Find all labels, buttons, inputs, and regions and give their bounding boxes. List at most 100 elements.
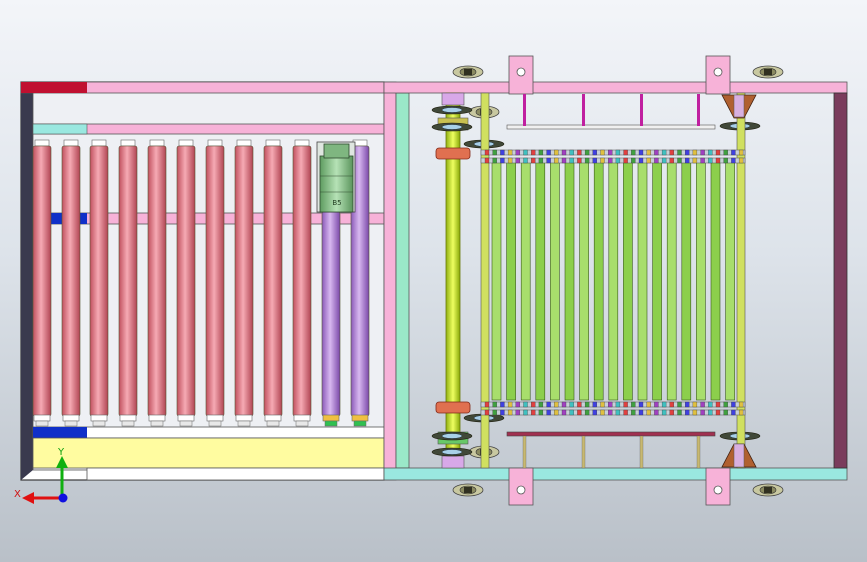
slat-conveyor[interactable] [480, 92, 746, 469]
roller-bottom-bearing [121, 420, 135, 427]
chain-link [685, 157, 690, 164]
chain-link [738, 149, 744, 156]
roller-bottom-bearing [237, 420, 251, 427]
chain-link [615, 157, 621, 164]
chain-link [715, 401, 721, 408]
chain-link [623, 401, 628, 408]
chain-link [638, 409, 644, 416]
chain-link [561, 157, 567, 164]
chain-strip [480, 157, 746, 164]
chain-link [484, 409, 490, 416]
chain-link [538, 149, 544, 156]
slat [725, 161, 735, 401]
chain-link [738, 409, 744, 416]
bottom-guide-bar [506, 431, 716, 437]
roller-pink [234, 145, 254, 417]
chain-link [531, 149, 536, 156]
chain-link [669, 149, 674, 156]
chain-link [669, 401, 674, 408]
roller-pink [147, 145, 167, 417]
chain-link [531, 409, 536, 416]
chain-link [484, 157, 490, 164]
vertical-drive-shaft[interactable] [435, 92, 471, 469]
roller-bottom-bearing [150, 420, 164, 427]
sprocket-hub [441, 449, 463, 455]
slat [564, 161, 575, 401]
chain-strip [480, 401, 746, 408]
chain-link [615, 149, 621, 156]
chain-link [538, 409, 544, 416]
chain-link [584, 401, 590, 408]
chain-link [577, 157, 582, 164]
guide-post-top [523, 94, 526, 126]
left-frame-side-member [21, 82, 33, 480]
slat [491, 161, 502, 401]
roller-end-cap [265, 139, 281, 147]
sprocket-hub [441, 107, 463, 113]
bracket-hole [516, 67, 526, 77]
chain-guide-left [480, 92, 490, 469]
chain-link [546, 409, 551, 416]
chain-link [554, 401, 559, 408]
chain-link [661, 409, 667, 416]
chain-link [554, 409, 559, 416]
bracket-hole [713, 485, 723, 495]
right-frame[interactable] [383, 81, 848, 481]
slat [520, 161, 531, 401]
roller-end-cap [207, 139, 223, 147]
chain-group [480, 149, 746, 416]
drive-motor[interactable]: B5 [316, 141, 356, 213]
blue-block-middle [33, 213, 87, 224]
chain-link [546, 149, 551, 156]
chain-link [723, 149, 728, 156]
roller-pink [32, 145, 52, 417]
chain-link [592, 157, 597, 164]
roller-pink [263, 145, 283, 417]
chain-link [692, 157, 698, 164]
shaft-top-cap [441, 92, 465, 106]
chain-link [723, 401, 728, 408]
chain-link [546, 401, 551, 408]
chain-link [561, 409, 567, 416]
red-corner-block [21, 82, 87, 93]
pulley-core [464, 69, 472, 75]
shaft-collar-top [435, 147, 471, 160]
yellow-base-plate [32, 437, 385, 469]
roller-pink [176, 145, 196, 417]
chain-link [538, 157, 544, 164]
chain-link [646, 157, 651, 164]
slat [535, 161, 546, 401]
right-end-post [833, 92, 848, 469]
chain-link [584, 149, 590, 156]
chain-link [685, 409, 690, 416]
chain-link [484, 401, 490, 408]
chain-link [515, 401, 520, 408]
tensioner-assembly [721, 94, 757, 468]
chain-link [600, 149, 605, 156]
slat [550, 161, 560, 401]
chain-link [507, 149, 513, 156]
chain-link [646, 409, 651, 416]
roller-bottom-cap [177, 414, 195, 422]
roller-bottom-cap [322, 414, 340, 422]
chain-link [608, 401, 613, 408]
chain-link [500, 149, 505, 156]
cyan-rail-end [32, 123, 88, 135]
chain-link [708, 157, 713, 164]
chain-link [531, 401, 536, 408]
roller-bottom-cap [33, 414, 51, 422]
chain-link [661, 401, 667, 408]
chain-link [500, 409, 505, 416]
chain-link [592, 149, 597, 156]
slat-group [491, 161, 735, 401]
roller-bottom-bearing [295, 420, 309, 427]
roller-end-cap [34, 139, 50, 147]
chain-link [515, 409, 520, 416]
pulley-core [464, 487, 472, 493]
bracket-hole [516, 485, 526, 495]
chain-link [507, 401, 513, 408]
chain-link [631, 157, 636, 164]
roller-bottom-cap [90, 414, 108, 422]
chain-link [608, 409, 613, 416]
